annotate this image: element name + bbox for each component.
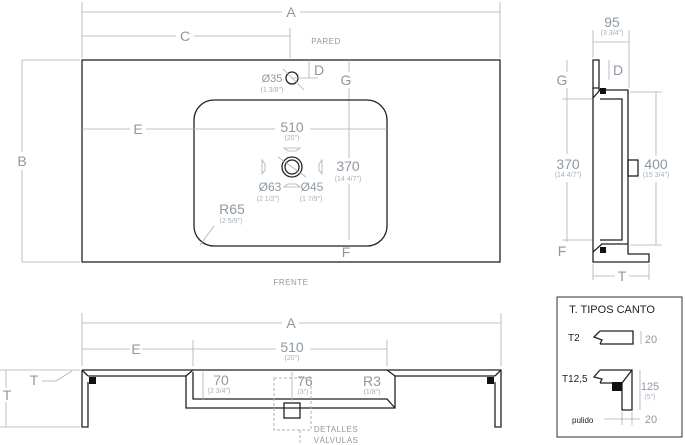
dim-d-label: D — [314, 62, 324, 78]
drain-diameter-63-in: (2 1/2") — [257, 196, 280, 203]
side-view: 95 (3 3/4") D G 370 (14 4/7") F 400 (15 … — [555, 14, 670, 284]
basin-width: 510 — [280, 119, 304, 135]
edge-t125-height: 125 — [641, 381, 659, 393]
valve-details-label-1: DETALLES — [314, 425, 358, 434]
section-width-in: (20") — [285, 355, 300, 362]
section-width: 510 — [280, 339, 304, 355]
section-radius: R3 — [363, 373, 381, 389]
valve-details-label-2: VÁLVULAS — [314, 436, 359, 445]
dim-e-label: E — [133, 121, 142, 137]
edge-t125-label: T12,5 — [562, 374, 588, 385]
faucet-hole-diameter-in: (1 3/8") — [261, 87, 284, 94]
dim-b-label: B — [17, 153, 26, 169]
wall-label: PARED — [311, 37, 340, 46]
section-dim-e: E — [131, 341, 140, 357]
section-drain — [283, 402, 301, 419]
dim-g-label: G — [341, 72, 352, 88]
basin-depth: 370 — [336, 158, 360, 174]
section-dim-a: A — [286, 315, 296, 331]
countertop-outline — [81, 59, 501, 263]
edge-t2-thickness: 20 — [645, 334, 657, 346]
corner-radius-in: (2 5/9") — [220, 218, 243, 225]
dim-c-label: C — [180, 28, 190, 44]
drain-depth-76-in: (3") — [297, 389, 308, 396]
dim-f-label: F — [342, 244, 351, 260]
side-dim-f: F — [558, 243, 567, 259]
side-dim-g: G — [557, 72, 568, 88]
side-height-in: (15 3/4") — [643, 172, 670, 179]
side-depth: 370 — [556, 156, 580, 172]
section-radius-in: (1/8") — [364, 389, 381, 396]
front-label: FRENTE — [274, 278, 309, 287]
side-dim-t: T — [618, 268, 627, 284]
section-view: A E 510 (20") 70 (2 3/4") 76 (3") R3 (1/… — [0, 313, 502, 445]
drain-diameter-45-in: (1 7/9") — [300, 196, 323, 203]
dim-a-label: A — [286, 4, 296, 20]
polished-thickness: 20 — [645, 414, 657, 426]
basin-depth-70-in: (2 3/4") — [208, 388, 231, 395]
basin-outline — [193, 99, 388, 247]
side-width: 95 — [604, 14, 620, 30]
edge-types-panel: T. TIPOS CANTO T2 20 T12,5 125 (5") puli… — [556, 296, 683, 438]
edge-t125-height-in: (5") — [644, 394, 655, 401]
drain-stub — [627, 159, 639, 177]
side-width-in: (3 3/4") — [601, 30, 624, 37]
side-dim-d: D — [613, 62, 623, 78]
section-t-label-2: T — [3, 387, 12, 403]
edge-types-title: T. TIPOS CANTO — [569, 304, 655, 316]
drain-diameter-63: Ø63 — [259, 180, 282, 194]
edge-t2-label: T2 — [568, 333, 580, 344]
top-view: A C PARED B D Ø35 (1 3/8") G E 510 (20")… — [17, 2, 501, 287]
drain-diameter-45: Ø45 — [301, 180, 324, 194]
side-depth-in: (14 4/7") — [555, 172, 582, 179]
corner-radius: R65 — [219, 201, 245, 217]
polished-label: pulido — [572, 416, 594, 425]
drain — [261, 147, 323, 188]
basin-depth-in: (14 4/7") — [335, 176, 362, 183]
drain-depth-76: 76 — [297, 373, 313, 389]
side-height: 400 — [644, 156, 668, 172]
basin-depth-70: 70 — [213, 372, 229, 388]
basin-width-in: (20") — [285, 135, 300, 142]
faucet-hole-diameter: Ø35 — [262, 73, 283, 85]
section-t-label-1: T — [30, 372, 39, 388]
